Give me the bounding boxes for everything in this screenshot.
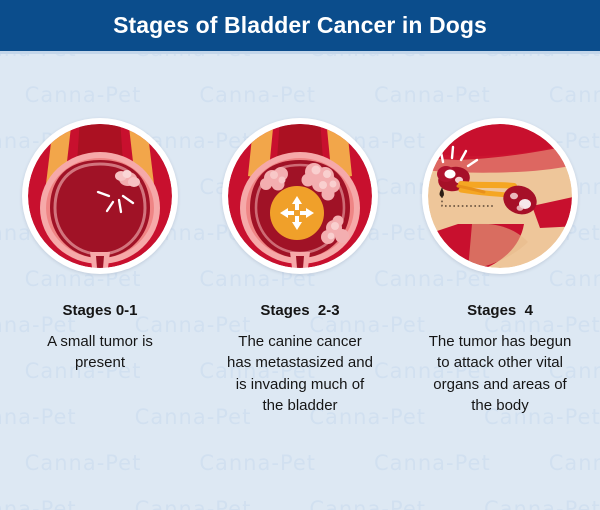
- stage-column-0-1: Stages 0-1 A small tumor is present: [0, 54, 200, 510]
- stage-description: The tumor has begun to attack other vita…: [428, 333, 572, 414]
- stage-description: A small tumor is present: [47, 333, 153, 372]
- stage-column-4: Stages 4 The tumor has begun to attack o…: [400, 54, 600, 510]
- stage-caption-4: Stages 4 The tumor has begun to attack o…: [425, 302, 575, 416]
- stage-illustration-2-3: [222, 118, 378, 274]
- stage-label: Stages 2-3: [260, 302, 340, 319]
- page-title: Stages of Bladder Cancer in Dogs: [113, 12, 487, 38]
- stage-caption-2-3: Stages 2-3 The canine cancer has metasta…: [225, 302, 375, 416]
- header-bar: Stages of Bladder Cancer in Dogs: [0, 0, 600, 51]
- stage-label: Stages 0-1: [62, 302, 138, 319]
- bladder-cross-section-icon: [28, 124, 172, 268]
- stage-caption-0-1: Stages 0-1 A small tumor is present: [25, 302, 175, 374]
- stage-columns: Stages 0-1 A small tumor is present: [0, 54, 600, 510]
- stage-illustration-4: [422, 118, 578, 274]
- stage-description: The canine cancer has metastasized and i…: [227, 333, 373, 414]
- bladder-invading-tumor-icon: [228, 124, 372, 268]
- stage-column-2-3: Stages 2-3 The canine cancer has metasta…: [200, 54, 400, 510]
- stage-illustration-0-1: [22, 118, 178, 274]
- dog-anatomy-spread-icon: [428, 124, 572, 268]
- stage-label: Stages 4: [467, 302, 533, 319]
- header-accent-line: [0, 51, 600, 54]
